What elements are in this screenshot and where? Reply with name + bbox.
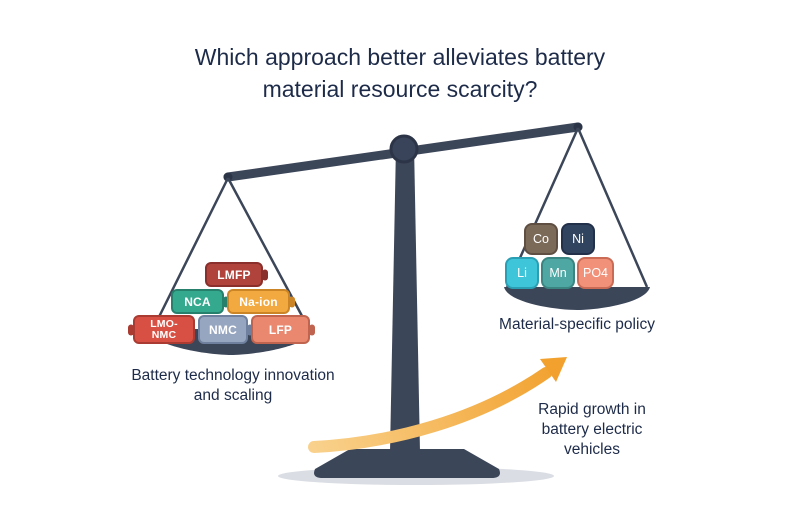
beam-right-pivot bbox=[573, 122, 583, 132]
battery-nca-label: NCA bbox=[184, 294, 211, 309]
material-li: Li bbox=[505, 257, 539, 289]
battery-lmfp: LMFP bbox=[205, 262, 268, 287]
material-ni-label: Ni bbox=[572, 232, 584, 246]
page-title: Which approach better alleviates battery… bbox=[194, 44, 606, 102]
battery-lfp-label: LFP bbox=[268, 322, 293, 337]
battery-lmo-nmc: LMO- NMC bbox=[128, 315, 195, 344]
material-mn: Mn bbox=[541, 257, 575, 289]
battery-na-ion-label: Na-ion bbox=[239, 294, 278, 309]
material-co-label: Co bbox=[533, 232, 549, 246]
growth-arrow-caption: Rapid growth in battery electric vehicle… bbox=[538, 401, 646, 459]
material-po4: PO4 bbox=[577, 257, 614, 289]
scale-base bbox=[314, 449, 500, 478]
material-mn-label: Mn bbox=[549, 266, 567, 280]
battery-terminal bbox=[128, 324, 134, 335]
scale-fulcrum bbox=[389, 134, 419, 164]
battery-terminal bbox=[289, 296, 295, 307]
battery-nmc: NMC bbox=[198, 315, 253, 344]
battery-terminal bbox=[247, 324, 253, 335]
material-ni: Ni bbox=[561, 223, 595, 255]
material-li-label: Li bbox=[517, 266, 527, 280]
battery-na-ion: Na-ion bbox=[227, 289, 295, 314]
battery-terminal bbox=[262, 269, 268, 280]
material-po4-label: PO4 bbox=[582, 266, 608, 280]
battery-nmc-label: NMC bbox=[209, 322, 237, 337]
battery-terminal bbox=[309, 324, 315, 335]
battery-lmfp-label: LMFP bbox=[217, 267, 251, 282]
growth-arrow-head bbox=[540, 357, 567, 382]
beam-left-pivot bbox=[223, 172, 233, 182]
scale-pillar bbox=[390, 145, 420, 452]
growth-arrow-curve bbox=[308, 367, 552, 453]
right-pan-dish bbox=[504, 287, 650, 310]
battery-lfp: LFP bbox=[251, 315, 315, 344]
battery-terminal bbox=[223, 296, 229, 307]
battery-nca: NCA bbox=[171, 289, 229, 314]
material-co: Co bbox=[524, 223, 558, 255]
right-pan-caption: Material-specific policy bbox=[499, 316, 655, 333]
battery-lmo-nmc-label: LMO- NMC bbox=[150, 317, 178, 341]
left-pan-strings bbox=[151, 177, 311, 330]
left-pan-caption: Battery technology innovation and scalin… bbox=[131, 367, 335, 405]
